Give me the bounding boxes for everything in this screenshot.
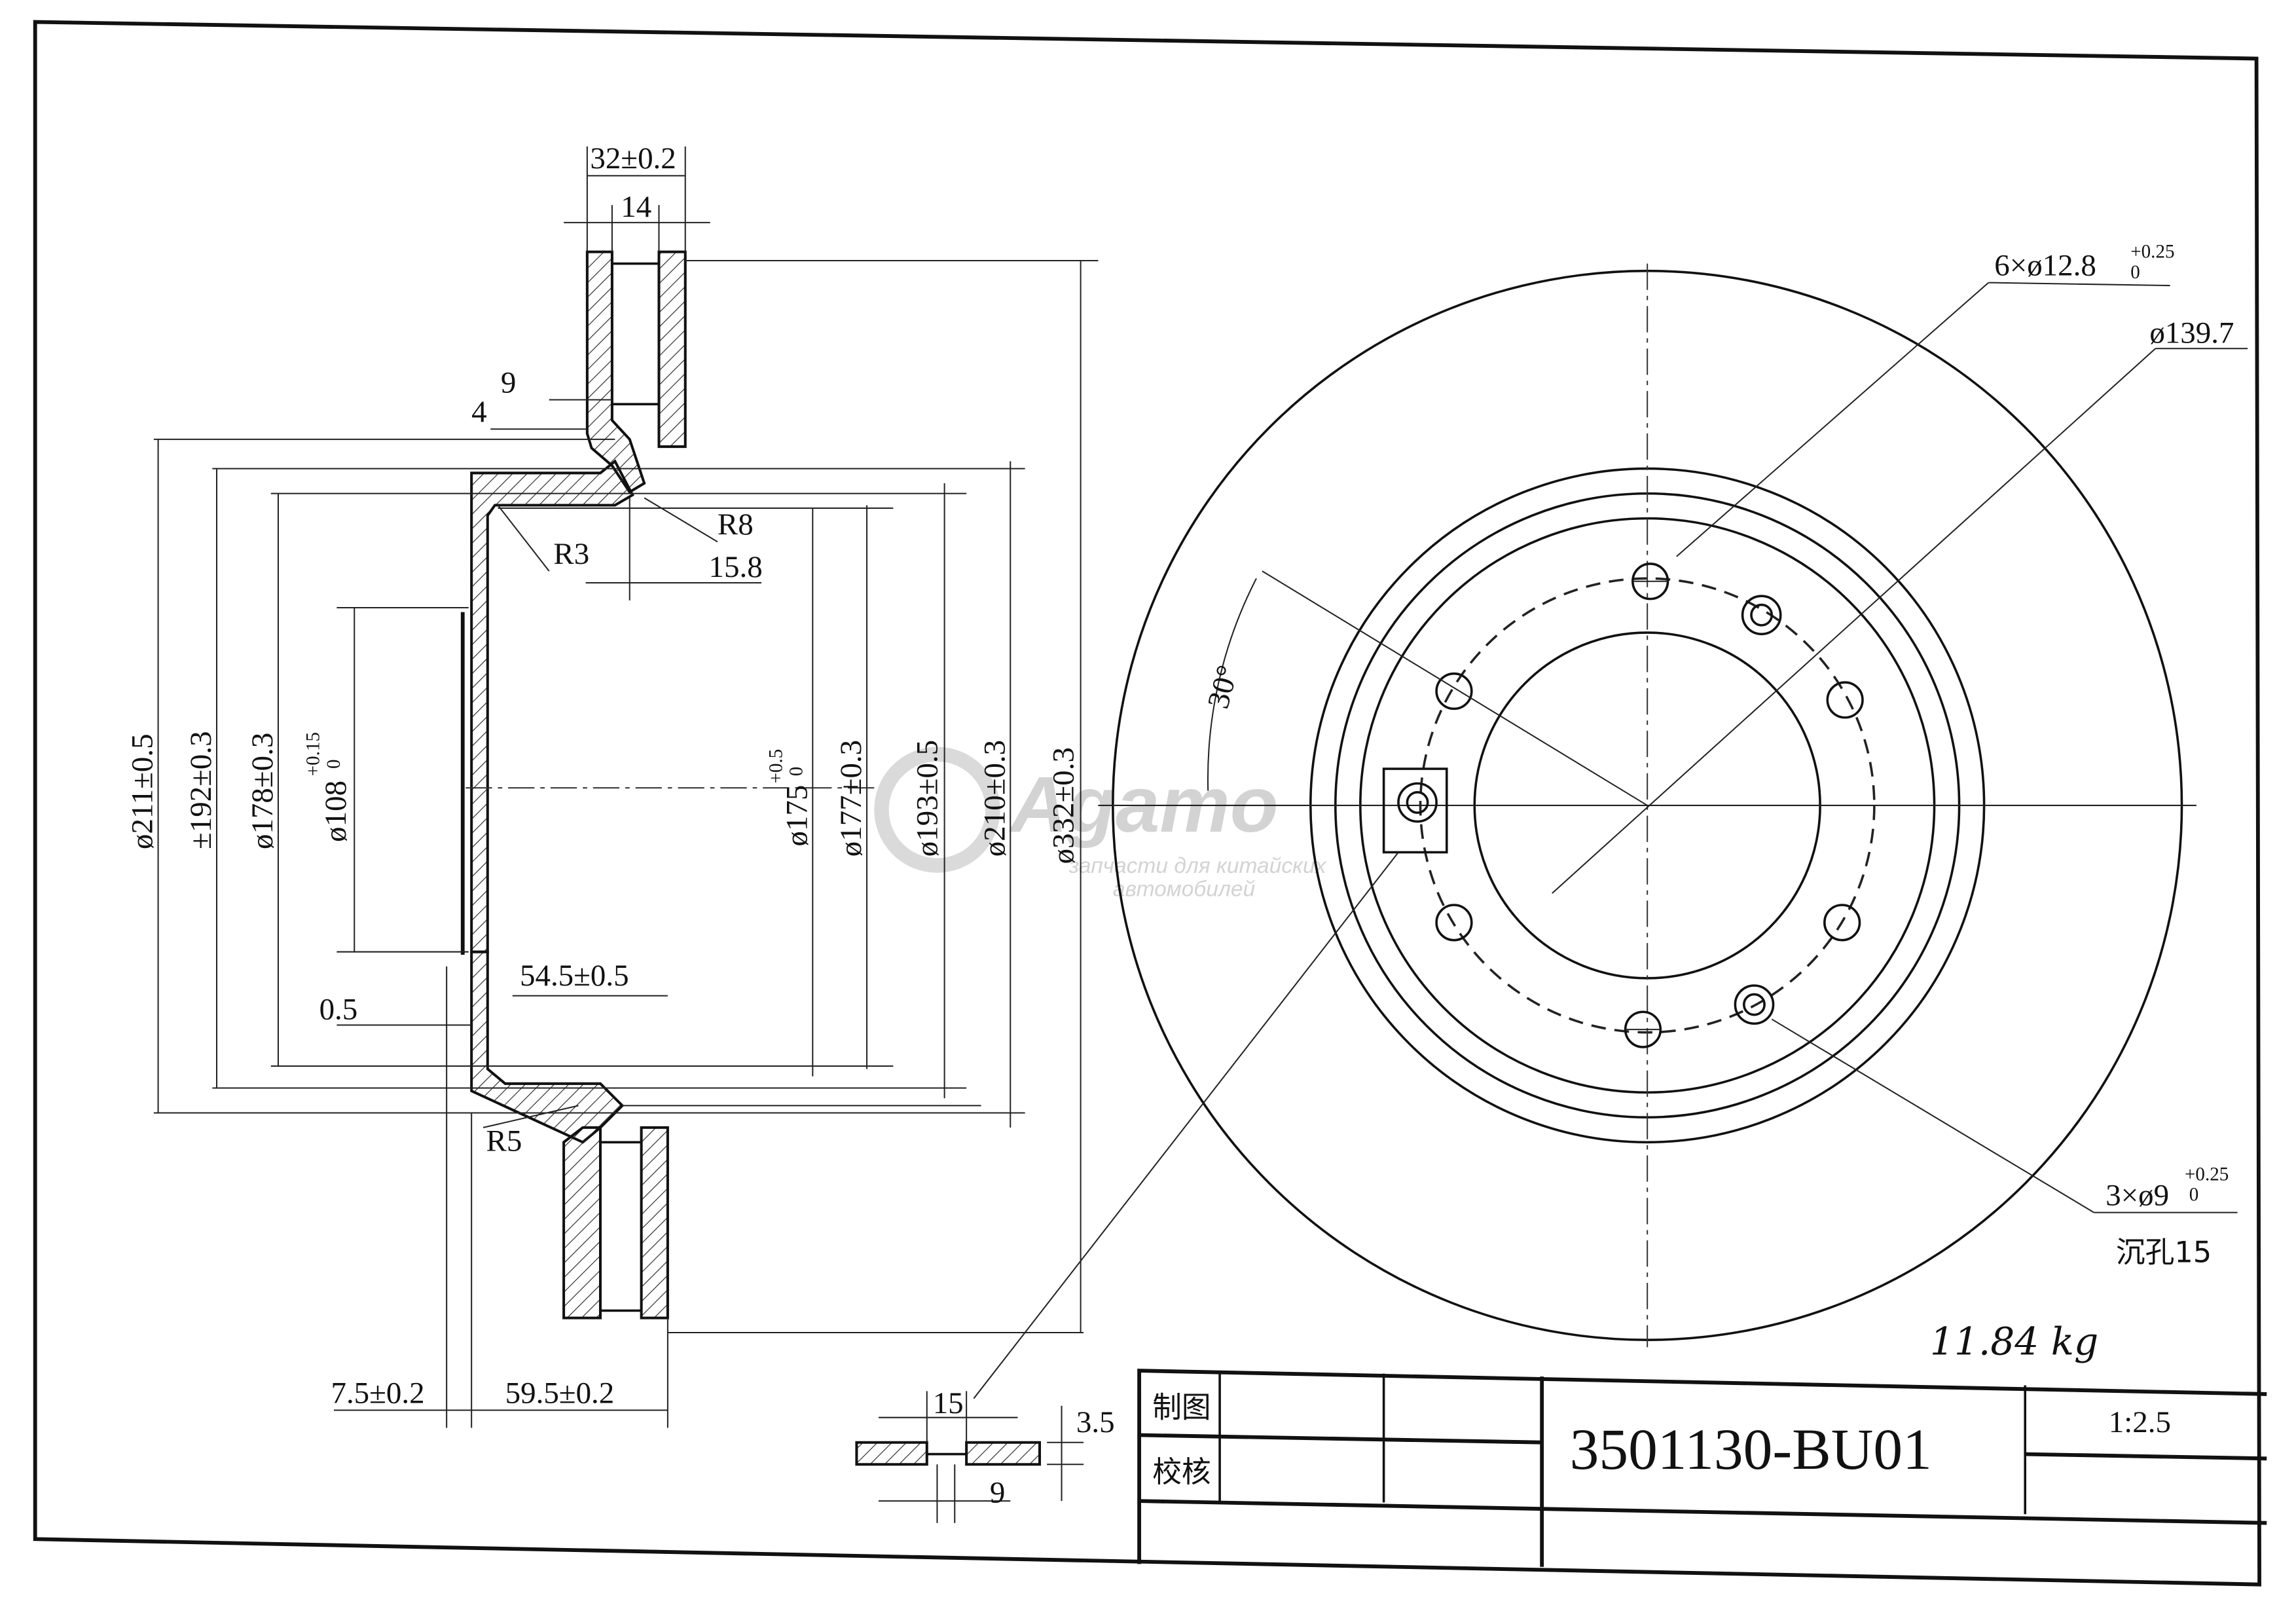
watermark-tagline-2: автомобилей: [1113, 877, 1255, 902]
dim-177: ø177±0.3: [834, 740, 868, 857]
dim-7-5: 7.5±0.2: [331, 1376, 424, 1410]
title-block: 制图 校核 3501130-BU01 1:2.5: [1137, 1369, 2267, 1567]
dim-54-5: 54.5±0.5: [520, 959, 629, 993]
scale-value: 1:2.5: [2109, 1405, 2171, 1439]
countersunk-holes: [1382, 595, 1782, 1025]
holes-3-label: 3×ø9: [2105, 1178, 2169, 1212]
dim-211: ø211±0.5: [126, 733, 160, 849]
top-inner-plate: [657, 250, 687, 449]
dim-175: ø175: [780, 785, 814, 847]
dim-59-5: 59.5±0.2: [505, 1376, 615, 1410]
watermark-tagline: запчасти для китайских: [1068, 854, 1327, 878]
holes-6-tol-upper: +0.25: [2130, 242, 2174, 263]
drawing-border: [33, 20, 2261, 1587]
hat-section: [470, 459, 634, 953]
front-view: 6×ø12.8 +0.25 0 ø139.7 30° 3×ø9 +0.25 0 …: [973, 242, 2248, 1399]
drawn-by-label: 制图: [1152, 1390, 1211, 1425]
dim-r5: R5: [486, 1124, 522, 1158]
holes-6-tol-lower: 0: [2130, 262, 2140, 283]
dim-192: ±192±0.3: [184, 731, 218, 849]
dim-193: ø193±0.5: [910, 740, 944, 857]
top-outer-plate: [585, 250, 646, 494]
dim-108: ø108: [319, 781, 353, 842]
hat-section-lower: [470, 950, 625, 1144]
countersink-label: 沉孔15: [2116, 1235, 2212, 1270]
holes-3-tol-lower: 0: [2189, 1185, 2199, 1206]
holes-6-label: 6×ø12.8: [1994, 248, 2096, 282]
pcd-label: ø139.7: [2149, 316, 2234, 350]
dim-4: 4: [471, 395, 486, 429]
holes-3-tol-upper: +0.25: [2185, 1164, 2229, 1185]
bottom-inner-plate: [640, 1126, 669, 1320]
detail-view: 15 3.5 9: [855, 1386, 1115, 1523]
section-view: 32±0.2 14 9 4 R8 R3 15.8 54.5±0.5 0.5 R5…: [126, 141, 1099, 1428]
watermark: Agamo запчасти для китайских автомобилей: [874, 747, 1327, 902]
angle-label: 30°: [1201, 661, 1245, 712]
dim-108-tol-upper: +0.15: [303, 732, 324, 776]
weight-annotation: 11.84 kg: [1930, 1320, 2098, 1364]
dim-r3: R3: [553, 537, 589, 571]
dim-14: 14: [621, 190, 651, 224]
checked-by-label: 校核: [1152, 1454, 1211, 1489]
dim-total-thickness: 32±0.2: [590, 141, 676, 175]
dim-r8: R8: [718, 507, 754, 542]
dim-332: ø332±0.3: [1046, 747, 1080, 864]
detail-marker: [1382, 767, 1448, 854]
dim-9: 9: [501, 365, 516, 399]
dim-175-tol-lower: 0: [786, 767, 807, 777]
detail-dim-9: 9: [990, 1475, 1005, 1509]
dim-0-5: 0.5: [319, 992, 358, 1026]
part-number: 3501130-BU01: [1570, 1417, 1932, 1482]
bottom-outer-plate: [562, 1126, 602, 1320]
watermark-brand: Agamo: [1008, 760, 1278, 849]
dim-175-tol-upper: +0.5: [765, 749, 786, 784]
detail-dim-15: 15: [933, 1386, 964, 1420]
dim-210: ø210±0.3: [977, 740, 1011, 857]
detail-dim-3-5: 3.5: [1076, 1405, 1115, 1439]
wheel-bolt-holes: [1435, 563, 1864, 1048]
dim-178: ø178±0.3: [246, 733, 280, 849]
dim-15-8: 15.8: [709, 550, 763, 584]
dim-108-tol-lower: 0: [323, 760, 344, 769]
